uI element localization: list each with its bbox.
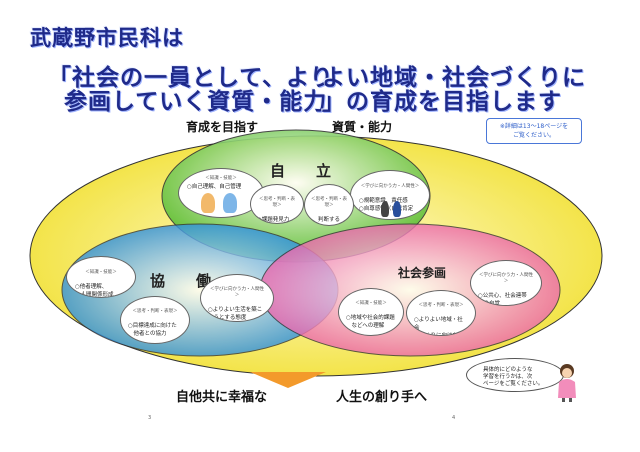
title-line-5: 」の育成を目指します <box>322 89 562 115</box>
label-kyodo: 協 働 <box>150 272 220 290</box>
card-text: ○よりよい地域・社会 づくりに向けた課題 解決能力 <box>414 317 464 336</box>
card-yoriyoi: ＜学びに向かう力・人間性＞ ○よりよい生活を築こ うとする態度 ○自己有用感 <box>200 274 274 322</box>
student-illustration <box>381 201 389 217</box>
card-text: 判断する ルーシンキング （論理的思考） <box>317 217 340 223</box>
card-caption: ＜学びに向かう力・人間性＞ <box>360 184 420 189</box>
speech-bubble: 具体的にどのような 学習を行うかは、次 ページをご覧ください。 <box>466 358 564 392</box>
card-koeki: ＜学びに向かう力・人間性＞ ○公共心、社会連帯 の自覚 <box>470 260 542 306</box>
title-line-4: よい地域・社会づくりに <box>322 65 586 91</box>
card-caption: ＜知識・技能＞ <box>355 301 387 306</box>
card-text: ○自己理解、自己管理 <box>187 184 242 190</box>
card-kadai: ＜思考・判断・表現＞ ○課題発見力 クリティカルシンキング <box>250 184 304 224</box>
subhead-right: 資質・能力 <box>332 120 393 134</box>
card-text: ○目標達成に向けた 他者との協力 <box>128 323 177 337</box>
card-tasha: ＜知識・技能＞ ○他者理解、 人間関係形成 <box>66 256 136 298</box>
card-text: ○公共心、社会連帯 の自覚 <box>478 293 527 306</box>
page-number-left: 3 <box>148 415 152 421</box>
card-text: ○他者理解、 人間関係形成 <box>75 284 114 298</box>
card-text: ○課題発見力 クリティカルシンキング <box>257 217 290 223</box>
card-jiko: ＜知識・技能＞ ○自己理解、自己管理 <box>178 168 264 218</box>
reference-note: ※詳細は13～18ページを ご覧ください。 <box>486 118 582 144</box>
card-caption: ＜思考・判断・表現＞ <box>418 303 464 308</box>
card-caption: ＜学びに向かう力・人間性＞ <box>210 287 264 298</box>
girl-illustration <box>558 364 576 402</box>
card-caption: ＜知識・技能＞ <box>85 270 117 275</box>
card-caption: ＜知識・技能＞ <box>205 176 237 181</box>
label-jiritsu: 自 立 <box>270 162 340 180</box>
card-caption: ＜思考・判断・表現＞ <box>259 197 295 208</box>
card-caption: ＜学びに向かう力・人間性＞ <box>479 273 533 284</box>
title-line-1: 武蔵野市民科は <box>30 26 184 50</box>
card-mokuhyo: ＜思考・判断・表現＞ ○目標達成に向けた 他者との協力 <box>120 296 190 344</box>
page-number-right: 4 <box>452 415 456 421</box>
card-caption: ＜思考・判断・表現＞ <box>132 309 178 314</box>
bottom-text-left: 自他共に幸福な <box>176 390 268 405</box>
title-line-3: 参画していく資質・能力 <box>64 89 328 115</box>
bottom-text-right: 人生の創り手へ <box>336 390 428 405</box>
card-kaiketsu: ＜思考・判断・表現＞ ○よりよい地域・社会 づくりに向けた課題 解決能力 <box>406 290 476 336</box>
arrow-down-icon <box>250 372 326 388</box>
card-chiiki: ＜知識・技能＞ ○地域や社会的課題 などへの理解 <box>338 288 404 336</box>
card-ronri: ＜思考・判断・表現＞ 判断する ルーシンキング （論理的思考） <box>304 184 354 226</box>
title-line-2: 「社会の一員として、より <box>48 65 334 91</box>
card-caption: ＜思考・判断・表現＞ <box>311 197 347 208</box>
card-text: ○地域や社会的課題 などへの理解 <box>346 315 395 329</box>
child-illustration <box>223 193 237 213</box>
card-text: ○よりよい生活を築こ うとする態度 ○自己有用感 <box>208 307 263 321</box>
label-shakai: 社会参画 <box>398 266 447 280</box>
student-illustration <box>393 201 401 217</box>
card-sekinin: ＜学びに向かう力・人間性＞ ○規範意識、責任感 ○自尊感情（自己肯定感） <box>350 170 430 220</box>
child-illustration <box>201 193 215 213</box>
subhead-left: 育成を目指す <box>186 120 259 134</box>
